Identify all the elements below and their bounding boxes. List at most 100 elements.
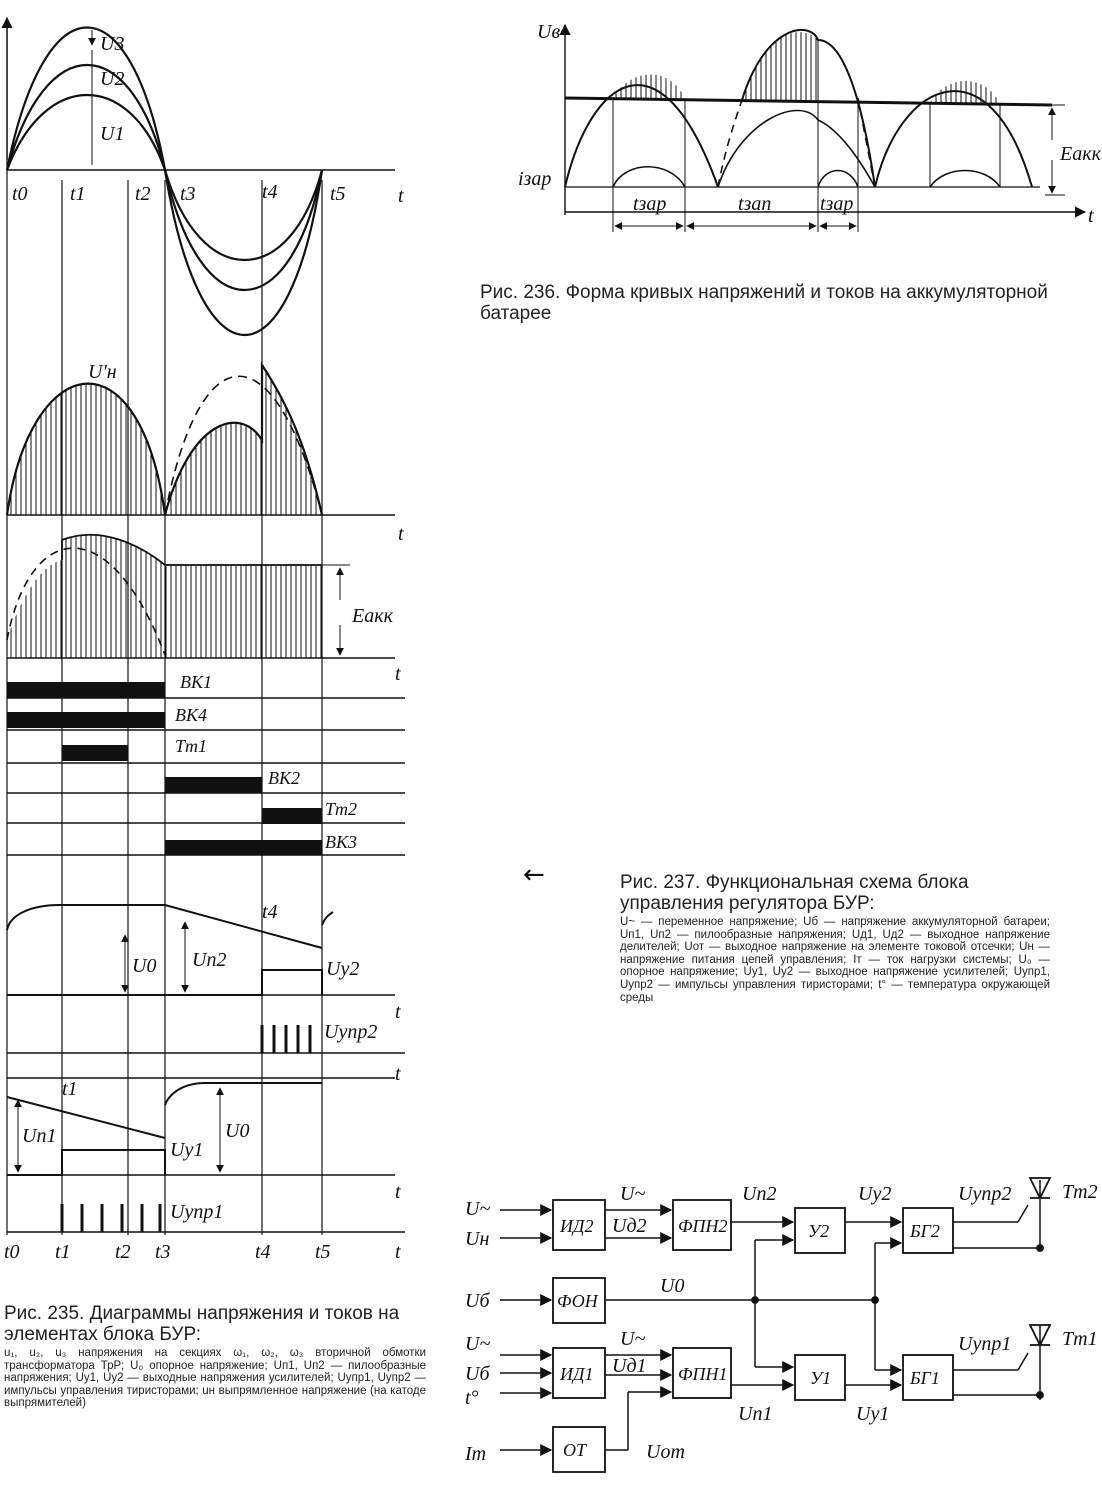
label-u0-b: U0 — [225, 1120, 249, 1142]
block-bg1 — [902, 1354, 954, 1401]
label-t2: t2 — [135, 183, 151, 205]
ub-curve-1 — [564, 84, 719, 188]
un-area-1 — [7, 383, 165, 515]
label-t3-b: t3 — [155, 1241, 171, 1263]
label-t-axis3: t — [395, 663, 401, 685]
label-eakk-236: Eакк — [1059, 143, 1102, 165]
fig236-diagram — [559, 23, 1087, 232]
label-t5: t5 — [330, 183, 346, 205]
bar-tt1 — [62, 745, 128, 761]
sig-ub-in2: Uб — [465, 1363, 490, 1385]
bar-bk3 — [165, 840, 322, 855]
label-t4: t4 — [262, 181, 278, 203]
label-t1-c: t1 — [55, 1241, 71, 1263]
un-curve-2 — [163, 361, 324, 516]
sig-u-tilde2: U~ — [620, 1183, 645, 1205]
block-id1 — [552, 1347, 606, 1399]
fig236-caption-text: Рис. 236. Форма кривых напряжений и токо… — [480, 282, 1048, 324]
sig-uupr2: Uупр2 — [958, 1183, 1011, 1205]
fig235-labels: U3 U2 U1 t0 t1 t2 t3 t4 t5 t U'н t Eакк … — [4, 33, 404, 1263]
uupr2-pulses — [260, 1025, 312, 1053]
label-u1: U1 — [100, 123, 124, 145]
eakk-dashed — [6, 547, 166, 656]
sig-ud2: Uд2 — [612, 1215, 647, 1237]
fig235-caption-body: u₁, u₂, u₃ напряжения на секциях ω₁, ω₂,… — [4, 1347, 426, 1410]
label-un1: Uп1 — [22, 1125, 56, 1147]
hatch-2 — [742, 32, 818, 101]
up2-curve — [6, 904, 334, 949]
ub-curve-3 — [874, 90, 1033, 188]
fig237-labels: ИД2 ФПН2 У2 БГ2 ФОН ИД1 ФПН1 У1 БГ1 ОТ U… — [464, 1181, 1098, 1465]
label-t1-b: t1 — [62, 1078, 78, 1100]
sig-un1: Uп1 — [738, 1403, 772, 1425]
label-uupr2: Uупр2 — [324, 1021, 377, 1043]
bar-bk2 — [165, 777, 262, 793]
text-bg2: БГ2 — [909, 1221, 940, 1241]
label-t4-b: t4 — [262, 901, 278, 923]
izar-3 — [929, 169, 1001, 188]
bar-bk1 — [7, 682, 165, 698]
label-eakk: Eакк — [351, 605, 394, 627]
text-fpn2: ФПН2 — [678, 1216, 727, 1236]
label-t1: t1 — [70, 183, 86, 205]
sig-uupr1: Uупр1 — [958, 1333, 1011, 1355]
text-ot: ОТ — [563, 1440, 588, 1460]
label-izar: iзар — [518, 168, 551, 190]
un-dashed — [164, 375, 323, 516]
text-y1: У1 — [810, 1368, 831, 1388]
fig235-caption-title: Рис. 235. Диаграммы напряжения и токов н… — [4, 1303, 400, 1345]
block-fpn1 — [672, 1347, 732, 1399]
text-fpn1: ФПН1 — [678, 1364, 727, 1384]
fig235-diagram — [1, 16, 405, 1235]
block-bg2 — [902, 1207, 954, 1254]
label-tzar2: tзар — [820, 193, 853, 215]
label-t0: t0 — [12, 183, 28, 205]
label-t-236: t — [1088, 205, 1094, 227]
sig-un-in: Uн — [465, 1228, 489, 1250]
label-bk1: ВК1 — [180, 672, 212, 692]
fig237-diagram — [500, 1177, 1052, 1473]
fig236-labels: Uв iзар tзар tзап tзар Eакк t — [518, 21, 1102, 227]
sig-u-in1: U~ — [465, 1198, 490, 1220]
un-area-2 — [165, 365, 322, 515]
text-fon: ФОН — [557, 1291, 599, 1311]
time-gridlines — [6, 20, 323, 1235]
label-uy2: Uу2 — [326, 958, 359, 980]
sig-it: Iт — [464, 1443, 486, 1465]
label-t-axis1: t — [398, 185, 404, 207]
text-id1: ИД1 — [559, 1364, 593, 1384]
label-un: U'н — [88, 361, 117, 383]
fig237-caption-body: U~ — переменное напряжение; Uб — напряже… — [620, 916, 1050, 1004]
sig-un2: Uп2 — [742, 1183, 776, 1205]
label-un2: Uп2 — [192, 949, 226, 971]
left-arrow-icon: ← — [523, 860, 545, 890]
label-u3: U3 — [100, 33, 124, 55]
text-id2: ИД2 — [559, 1216, 593, 1236]
label-bk3: ВК3 — [325, 832, 357, 852]
block-y1 — [794, 1354, 846, 1401]
sig-ub-in: Uб — [465, 1290, 490, 1312]
thyristor-tt1 — [1028, 1324, 1052, 1348]
label-t5-b: t5 — [315, 1241, 331, 1263]
izar-2 — [817, 169, 859, 188]
label-t2-b: t2 — [115, 1241, 131, 1263]
label-t0-b: t0 — [4, 1241, 20, 1263]
up1-curve — [6, 1082, 322, 1139]
bar-tt2 — [262, 808, 322, 824]
label-t-axis7: t — [395, 1241, 401, 1263]
sig-u-in2: U~ — [465, 1333, 490, 1355]
sig-uot: Uот — [646, 1441, 685, 1463]
label-uupr1: Uупр1 — [170, 1201, 223, 1223]
eakk-curve — [61, 533, 322, 566]
label-bk4: ВК4 — [175, 705, 207, 725]
label-t4-c: t4 — [255, 1241, 271, 1263]
uupr1-pulses — [60, 1204, 162, 1232]
sig-ud1: Uд1 — [612, 1355, 647, 1377]
label-u2: U2 — [100, 68, 124, 90]
block-fpn2 — [672, 1199, 732, 1251]
un-curve-1 — [5, 382, 167, 516]
label-t-axis6: t — [395, 1181, 401, 1203]
text-bg1: БГ1 — [909, 1368, 940, 1388]
sig-uy1: Uу1 — [856, 1403, 889, 1425]
